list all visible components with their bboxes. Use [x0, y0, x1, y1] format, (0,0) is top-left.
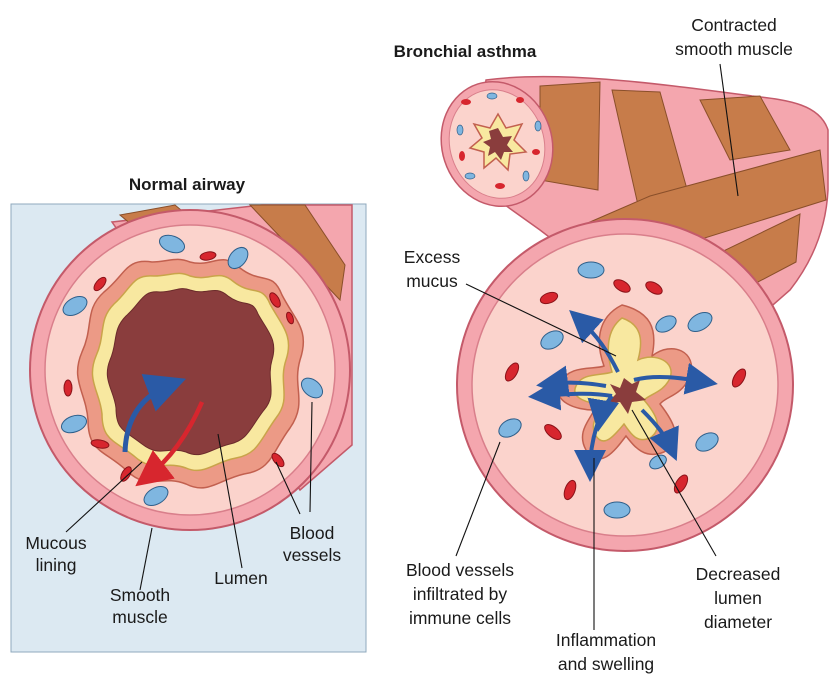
asthma-title: Bronchial asthma — [394, 42, 537, 61]
normal-airway-title: Normal airway — [129, 175, 246, 194]
label-lumen: Lumen — [214, 568, 268, 588]
